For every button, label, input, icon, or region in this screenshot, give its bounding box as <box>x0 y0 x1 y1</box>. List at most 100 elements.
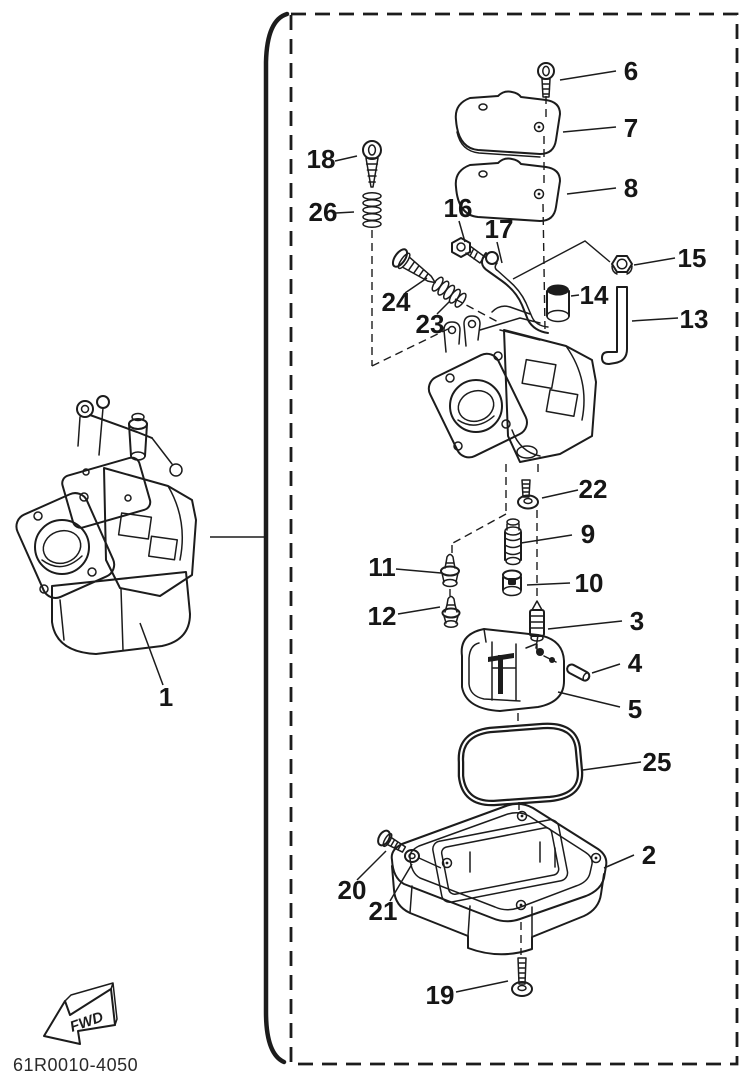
callout-21: 21 <box>369 863 413 926</box>
callout-number-8: 8 <box>624 173 638 203</box>
callout-7: 7 <box>562 113 638 143</box>
callout-6: 6 <box>559 56 638 86</box>
callout-number-17: 17 <box>485 214 514 244</box>
leader-line-8 <box>566 187 617 195</box>
callout-number-19: 19 <box>426 980 455 1010</box>
callout-22: 22 <box>541 474 607 504</box>
callout-3: 3 <box>547 606 644 636</box>
callout-10: 10 <box>526 568 604 598</box>
callout-24: 24 <box>382 277 428 317</box>
callout-15: 15 <box>633 243 707 273</box>
part-number-text: 61R0010-4050 <box>13 1055 138 1075</box>
callout-number-4: 4 <box>628 648 643 678</box>
part-washer-21 <box>404 849 420 863</box>
leader-line-9 <box>520 534 573 544</box>
leader-line-5 <box>557 691 621 708</box>
leader-line-12 <box>397 606 441 615</box>
callout-number-16: 16 <box>444 193 473 223</box>
callout-number-7: 7 <box>624 113 638 143</box>
leader-line-24 <box>404 277 428 294</box>
part-float-pin-4 <box>566 663 591 682</box>
callout-number-15: 15 <box>678 243 707 273</box>
part-cover-gasket-8 <box>454 157 561 222</box>
callout-number-13: 13 <box>680 304 709 334</box>
part-throttle-link-17 <box>481 251 549 334</box>
callout-26: 26 <box>309 197 355 227</box>
part-drain-screw-19 <box>511 957 533 997</box>
part-screw-20 <box>377 829 407 853</box>
leader-line-22 <box>541 489 579 499</box>
part-screw-22 <box>517 479 539 510</box>
leader-line-11 <box>395 568 442 574</box>
part-jet-12 <box>441 595 461 629</box>
callout-number-12: 12 <box>368 601 397 631</box>
callout-12: 12 <box>368 601 441 631</box>
exploded-view-frame <box>289 12 739 1066</box>
part-float-5 <box>460 628 565 712</box>
callout-11: 11 <box>368 552 442 582</box>
callout-number-9: 9 <box>581 519 595 549</box>
assembly-center-lines <box>210 96 611 955</box>
callout-8: 8 <box>566 173 638 203</box>
leader-line-2 <box>603 854 635 869</box>
reference-line-1 <box>418 857 442 869</box>
part-cover-plate-7 <box>454 90 561 158</box>
callout-number-5: 5 <box>628 694 642 724</box>
leader-line-26 <box>335 211 355 214</box>
leader-line-23 <box>436 300 451 315</box>
callout-23: 23 <box>416 300 451 339</box>
part-spring-23 <box>431 276 467 308</box>
fwd-arrow-icon: FWD <box>43 982 118 1045</box>
callout-14: 14 <box>570 280 609 310</box>
bracket-curve <box>263 11 290 1065</box>
callout-number-11: 11 <box>368 552 396 582</box>
reference-line-0 <box>512 240 611 280</box>
callout-1: 1 <box>139 622 173 712</box>
center-line-4 <box>371 327 451 367</box>
part-main-nozzle-9 <box>504 518 522 566</box>
part-bowl-gasket-25 <box>457 722 584 807</box>
callout-13: 13 <box>631 304 709 334</box>
callout-18: 18 <box>307 144 358 174</box>
callout-25: 25 <box>582 747 671 777</box>
part-assembled-carburetor <box>15 395 197 655</box>
part-float-bowl-2 <box>390 802 608 956</box>
callout-number-14: 14 <box>580 280 609 310</box>
part-screw-16 <box>451 237 486 264</box>
leader-line-19 <box>455 980 509 993</box>
part-screw-18 <box>362 140 382 188</box>
leader-line-16 <box>458 220 466 243</box>
center-line-5 <box>454 298 501 324</box>
part-valve-seat-10 <box>502 569 522 597</box>
leader-line-15 <box>633 257 676 266</box>
part-spring-26 <box>362 191 382 229</box>
center-line-2 <box>542 203 546 331</box>
callout-19: 19 <box>426 980 509 1010</box>
leader-line-10 <box>526 582 571 586</box>
callout-number-26: 26 <box>309 197 338 227</box>
leader-line-3 <box>547 620 623 630</box>
callout-number-24: 24 <box>382 287 411 317</box>
callout-16: 16 <box>444 193 473 243</box>
leader-line-20 <box>356 850 387 881</box>
callout-number-23: 23 <box>416 309 445 339</box>
center-line-7 <box>452 513 507 544</box>
part-nut-15 <box>611 255 633 275</box>
callout-number-18: 18 <box>307 144 336 174</box>
callout-layer: 1234567891011121314151617181920212223242… <box>139 56 709 1010</box>
callout-number-6: 6 <box>624 56 638 86</box>
callout-9: 9 <box>520 519 595 549</box>
part-carburetor-body <box>427 305 597 463</box>
callout-2: 2 <box>603 840 656 870</box>
callout-number-20: 20 <box>338 875 367 905</box>
part-screw-6 <box>537 62 555 98</box>
callout-number-10: 10 <box>575 568 604 598</box>
leader-line-1 <box>139 622 164 686</box>
part-link-rod-13 <box>601 286 628 365</box>
part-jet-11 <box>440 553 460 588</box>
leader-line-6 <box>559 70 617 81</box>
callout-number-21: 21 <box>369 896 398 926</box>
callout-number-2: 2 <box>642 840 656 870</box>
